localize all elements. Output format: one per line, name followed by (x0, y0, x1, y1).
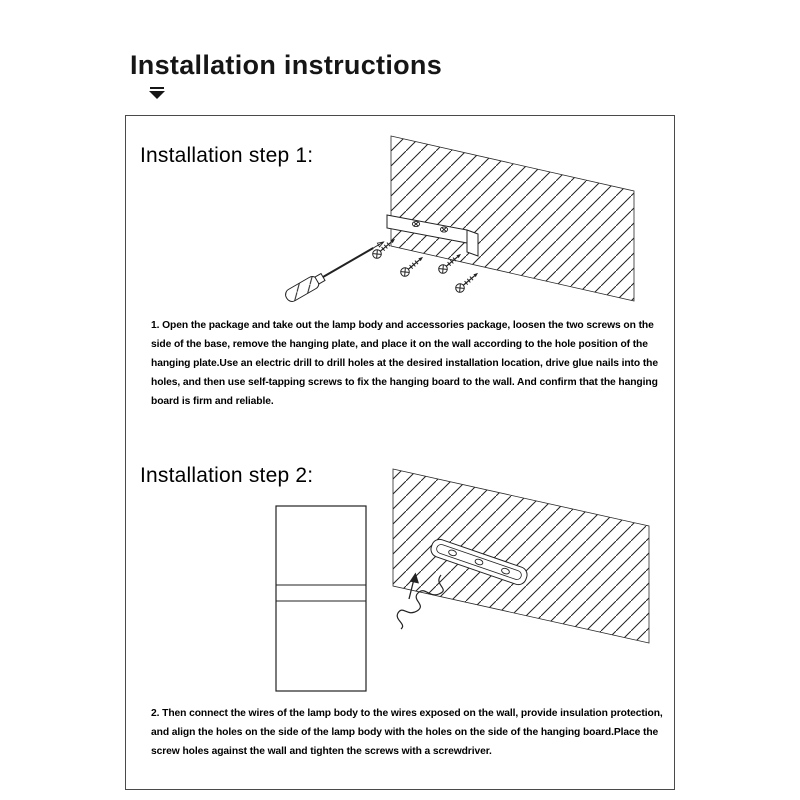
screw-icon (453, 269, 482, 295)
screw-icon (398, 253, 427, 279)
caret-bar (150, 87, 164, 89)
step2-text: 2. Then connect the wires of the lamp bo… (151, 708, 663, 757)
wall-step1 (390, 135, 635, 302)
wall-step2 (392, 468, 650, 644)
step2-illustration (275, 468, 650, 692)
hanging-plate (386, 214, 479, 257)
screwdriver-icon (282, 235, 388, 305)
caret-triangle (149, 91, 165, 99)
arrow-up-icon (408, 572, 419, 600)
page-title: Installation instructions (130, 50, 443, 80)
step1-heading: Installation step 1: (140, 144, 314, 167)
caret-down-icon (149, 87, 167, 99)
lamp-body (275, 505, 367, 692)
step1-illustration (282, 135, 635, 305)
step1-text: 1. Open the package and take out the lam… (151, 320, 658, 407)
wire (396, 574, 444, 630)
mounting-bracket (430, 538, 528, 586)
instructions-panel: Installation step 1: (125, 115, 675, 790)
step2-heading: Installation step 2: (140, 464, 314, 487)
